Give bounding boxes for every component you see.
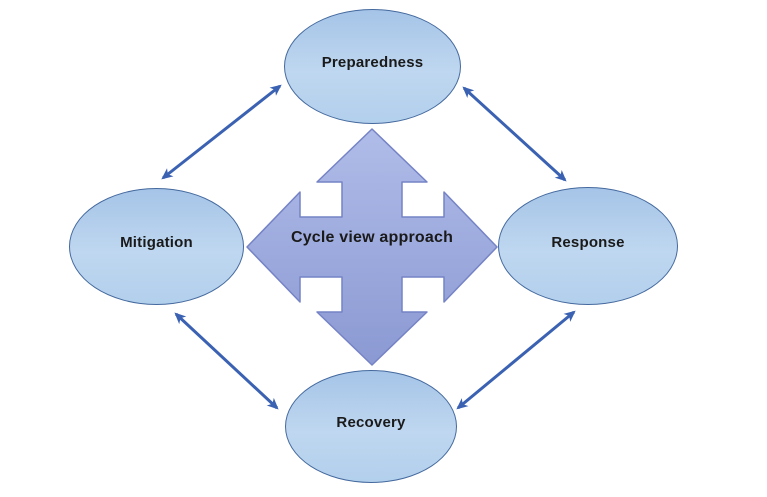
node-label-mitigation: Mitigation xyxy=(120,234,193,251)
node-label-preparedness: Preparedness xyxy=(321,54,424,71)
node-mitigation: Mitigation xyxy=(69,188,244,305)
connector-preparedness-response xyxy=(462,86,567,182)
node-label-recovery: Recovery xyxy=(336,414,406,431)
node-response: Response xyxy=(498,187,678,305)
connector-mitigation-recovery xyxy=(174,312,279,410)
connector-recovery-response xyxy=(456,310,576,410)
quad-arrow-shape xyxy=(246,128,498,366)
center-label: Cycle view approach xyxy=(290,229,454,246)
connector-mitigation-preparedness xyxy=(161,84,282,180)
node-preparedness: Preparedness xyxy=(284,9,461,124)
node-recovery: Recovery xyxy=(285,370,457,483)
node-label-response: Response xyxy=(551,233,625,251)
